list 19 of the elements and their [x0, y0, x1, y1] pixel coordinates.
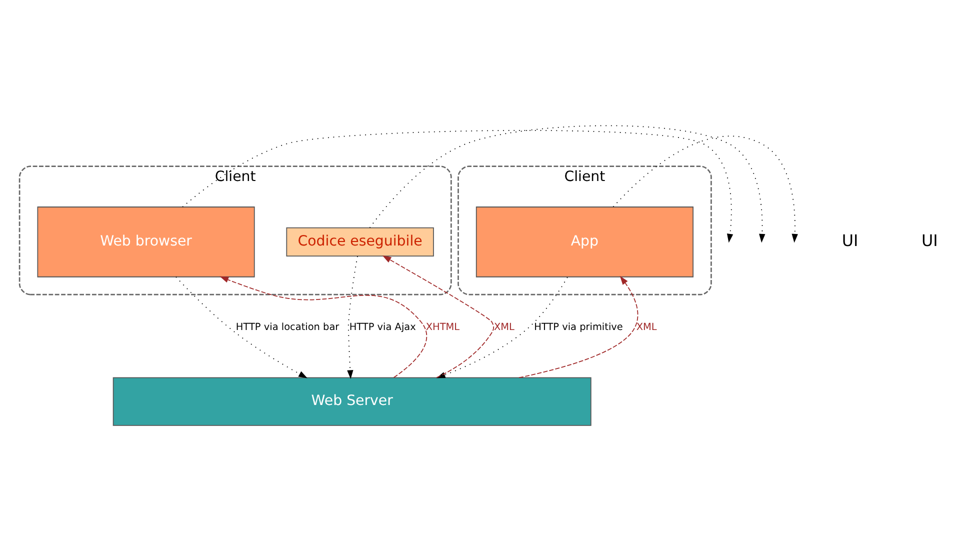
edge-label: HTTP via primitive — [534, 322, 623, 333]
edge-label: XML — [494, 322, 514, 333]
node-box: App — [476, 206, 694, 278]
label: UI — [921, 230, 938, 250]
edge-label: XHTML — [426, 322, 460, 333]
edge-label: HTTP via location bar — [236, 322, 340, 333]
arrow — [369, 125, 766, 243]
edge-label: XML — [636, 322, 657, 333]
edge-label: HTTP via Ajax — [349, 322, 416, 333]
arrow — [612, 136, 798, 243]
node-box: Web browser — [37, 206, 255, 278]
arrow — [347, 256, 358, 380]
arrow — [176, 276, 308, 378]
arrow — [518, 276, 638, 378]
node-box: Codice eseguibile — [286, 227, 434, 257]
arrow — [220, 276, 428, 378]
node-box: Web Server — [112, 377, 592, 426]
label: UI — [842, 230, 858, 250]
arrow — [182, 130, 734, 243]
